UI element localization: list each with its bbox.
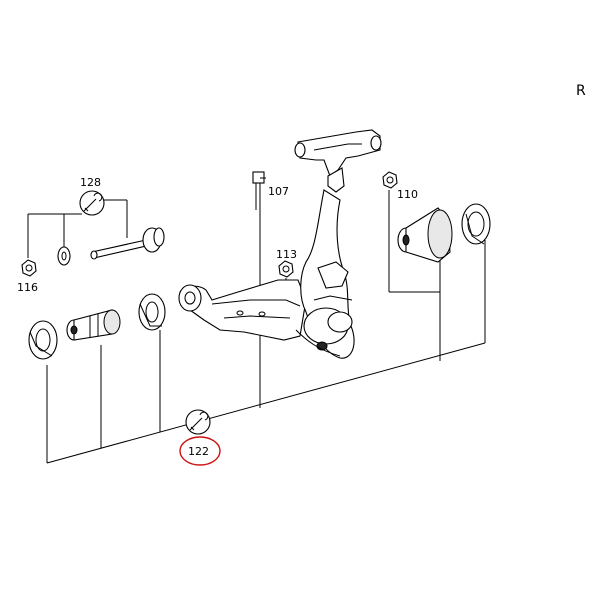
callout-110: 110 <box>397 188 418 201</box>
bushing-ring-right <box>461 203 491 245</box>
nut-110 <box>382 171 398 189</box>
washer <box>57 246 71 266</box>
callout-113: 113 <box>276 248 297 261</box>
bushing-ring-left <box>28 320 58 360</box>
nut-116 <box>21 259 37 277</box>
wrench-icon-122 <box>185 409 211 435</box>
highlight-circle-122 <box>179 436 221 466</box>
bushing-ring-mid <box>138 293 166 331</box>
eccentric-bolt <box>90 227 165 260</box>
callout-116: 116 <box>17 281 38 294</box>
callout-128: 128 <box>80 176 101 189</box>
callout-107: 107 <box>268 185 289 198</box>
steering-knuckle <box>294 129 382 359</box>
corner-label: R <box>576 83 586 99</box>
bolt-107 <box>252 171 266 212</box>
wrench-icon-128 <box>79 190 105 216</box>
callout-122: 122 <box>188 445 209 458</box>
nut-113 <box>278 260 294 278</box>
lower-control-arm <box>178 279 307 341</box>
rubber-bushing-right <box>397 207 453 263</box>
bushing-sleeve <box>66 309 121 341</box>
